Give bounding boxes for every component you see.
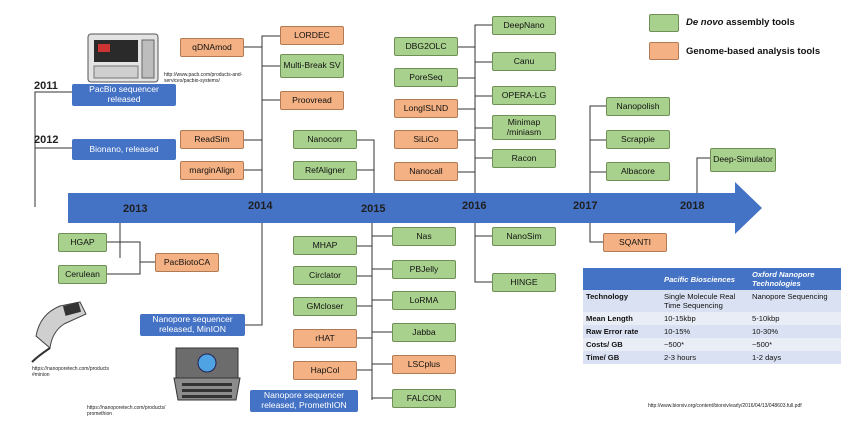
tool-opera-lg: OPERA-LG: [492, 86, 556, 105]
table-header-cell: Pacific Biosciences: [661, 268, 749, 290]
legend-green-label: De novo assembly tools: [686, 17, 795, 28]
table-cell: 10-30%: [749, 325, 841, 338]
table-cell: ~500*: [749, 338, 841, 351]
tool-pacbiotoca: PacBiotoCA: [155, 253, 219, 272]
tool-refaligner: RefAligner: [293, 161, 357, 180]
tool-minimap: Minimap /miniasm: [492, 115, 556, 140]
table-cell: ~500*: [661, 338, 749, 351]
legend-orange-swatch: [649, 42, 679, 60]
tool-mhap: MHAP: [293, 236, 357, 255]
comparison-table: Pacific Biosciences Oxford Nanopore Tech…: [583, 268, 841, 364]
tool-dbg2olc: DBG2OLC: [394, 37, 458, 56]
tool-canu: Canu: [492, 52, 556, 71]
table-cell: Single Molecule Real Time Sequencing: [661, 290, 749, 312]
tool-deep-simulator: Deep-Simulator: [710, 148, 776, 172]
minion-illustration: [31, 301, 87, 363]
table-row: Mean Length 10-15kbp 5-10kbp: [583, 312, 841, 325]
year-2012: 2012: [34, 134, 59, 146]
table-header-row: Pacific Biosciences Oxford Nanopore Tech…: [583, 268, 841, 290]
timeline-arrow: [68, 182, 762, 234]
tool-longislnd: LongISLND: [394, 99, 458, 118]
tool-multibreak-sv: Multi-Break SV: [280, 54, 344, 78]
table-cell: Costs/ GB: [583, 338, 661, 351]
tool-poreseq: PoreSeq: [394, 68, 458, 87]
table-cell: 10-15%: [661, 325, 749, 338]
table-cell: 2-3 hours: [661, 351, 749, 364]
table-row: Technology Single Molecule Real Time Seq…: [583, 290, 841, 312]
tool-gmcloser: GMcloser: [293, 297, 357, 316]
tool-readsim: ReadSim: [180, 130, 244, 149]
table-cell: Technology: [583, 290, 661, 312]
biorxiv-url: http://www.biorxiv.org/content/biorxiv/e…: [648, 403, 802, 409]
table-row: Raw Error rate 10-15% 10-30%: [583, 325, 841, 338]
promethion-illustration: [173, 347, 241, 401]
tool-hgap: HGAP: [58, 233, 107, 252]
tool-racon: Racon: [492, 149, 556, 168]
tool-lordec: LORDEC: [280, 26, 344, 45]
tool-nas: Nas: [392, 227, 456, 246]
tool-jabba: Jabba: [392, 323, 456, 342]
table-cell: Nanopore Sequencing: [749, 290, 841, 312]
legend-orange-label: Genome-based analysis tools: [686, 46, 821, 57]
year-2015: 2015: [361, 203, 386, 215]
year-2014: 2014: [248, 200, 273, 212]
tool-sqanti: SQANTI: [603, 233, 667, 252]
table-header-cell: [583, 268, 661, 290]
year-2016: 2016: [462, 200, 487, 212]
tool-lorma: LoRMA: [392, 291, 456, 310]
table-cell: Mean Length: [583, 312, 661, 325]
legend-green-swatch: [649, 14, 679, 32]
tool-scrappie: Scrappie: [606, 130, 670, 149]
tool-proovread: Proovread: [280, 91, 344, 110]
tool-falcon: FALCON: [392, 389, 456, 408]
tool-qdnamod: qDNAmod: [180, 38, 244, 57]
tool-circlator: Circlator: [293, 266, 357, 285]
tool-cerulean: Cerulean: [58, 265, 107, 284]
event-bionano: Bionano, released: [72, 139, 176, 160]
tool-rhat: rHAT: [293, 329, 357, 348]
tool-hinge: HINGE: [492, 273, 556, 292]
event-promethion: Nanopore sequencer released, PromethION: [250, 390, 358, 412]
table-row: Costs/ GB ~500* ~500*: [583, 338, 841, 351]
year-2017: 2017: [573, 200, 598, 212]
event-pacbio: PacBio sequencer released: [72, 84, 176, 106]
tool-hapcol: HapCol: [293, 361, 357, 380]
table-cell: 1-2 days: [749, 351, 841, 364]
table-header-cell: Oxford Nanopore Technologies: [749, 268, 841, 290]
pacbio-url: http://www.pacb.com/products-and-service…: [164, 72, 243, 84]
minion-url: https://nanoporetech.com/products #minio…: [32, 366, 109, 378]
year-2013: 2013: [123, 203, 148, 215]
tool-pbjelly: PBJelly: [392, 260, 456, 279]
tool-nanopolish: Nanopolish: [606, 97, 670, 116]
table-cell: 10-15kbp: [661, 312, 749, 325]
tool-nanocall: Nanocall: [394, 162, 458, 181]
pacbio-sequencer-illustration: [87, 33, 159, 83]
tool-lscplus: LSCplus: [392, 355, 456, 374]
tool-deepnano: DeepNano: [492, 16, 556, 35]
year-2011: 2011: [34, 80, 58, 92]
table-cell: 5-10kbp: [749, 312, 841, 325]
event-minion: Nanopore sequencer released, MinION: [140, 314, 245, 336]
tool-nanosim: NanoSim: [492, 227, 556, 246]
tool-nanocorr: Nanocorr: [293, 130, 357, 149]
year-2018: 2018: [680, 200, 705, 212]
table-cell: Time/ GB: [583, 351, 661, 364]
tool-albacore: Albacore: [606, 162, 670, 181]
table-row: Time/ GB 2-3 hours 1-2 days: [583, 351, 841, 364]
promethion-url: https://nanoporetech.com/products/ prome…: [87, 405, 166, 417]
tool-silico: SiLiCo: [394, 130, 458, 149]
table-cell: Raw Error rate: [583, 325, 661, 338]
tool-marginalign: marginAlign: [180, 161, 244, 180]
